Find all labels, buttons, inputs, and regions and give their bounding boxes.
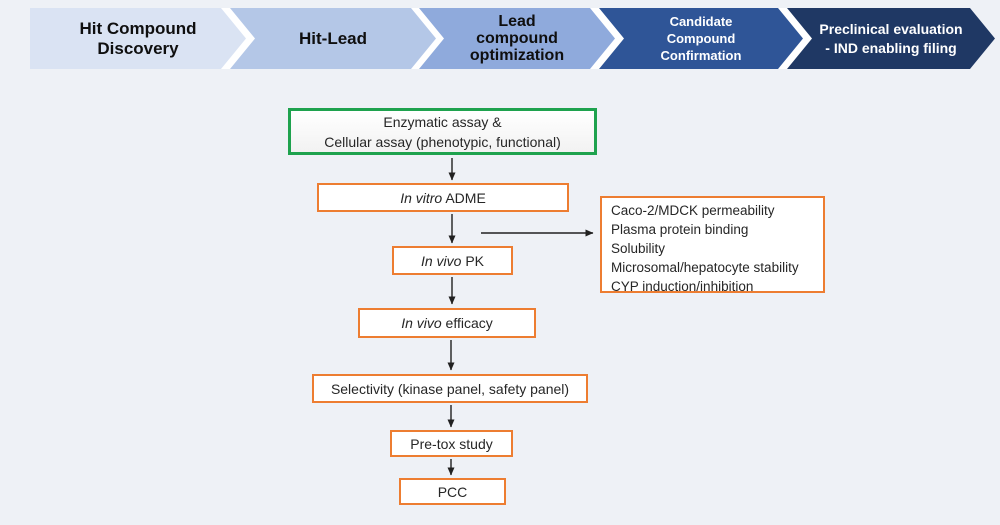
panel-adme-assay-list: Caco-2/MDCK permeability Plasma protein … (600, 196, 825, 294)
stage-label-line: Preclinical evaluation (819, 20, 963, 37)
stage-label-line: Lead (498, 13, 536, 30)
stage-label: Hit-Lead (299, 29, 367, 49)
panel-item: Microsomal/hepatocyte stability (611, 260, 799, 275)
stage-label: Candidate Compound Confirmation (661, 13, 742, 64)
node-in-vitro-adme: In vitro ADME (317, 183, 569, 212)
node-selectivity: Selectivity (kinase panel, safety panel) (312, 374, 588, 403)
node-text: In vivo PK (421, 253, 484, 269)
node-pcc: PCC (399, 478, 506, 505)
stage-label: Hit Compound Discovery (79, 19, 196, 59)
node-text-italic: In vitro (400, 189, 443, 206)
node-text-line: Enzymatic assay & (383, 113, 502, 130)
node-pre-tox-study: Pre-tox study (390, 430, 513, 457)
node-text: In vivo efficacy (401, 315, 493, 331)
node-text-rest: PK (461, 252, 485, 269)
stage-label-line: Discovery (97, 38, 179, 58)
panel-item: Caco-2/MDCK permeability (611, 203, 775, 218)
node-text: PCC (437, 483, 468, 500)
stage-label-line: Confirmation (660, 48, 742, 63)
node-text-line: Cellular assay (phenotypic, functional) (324, 133, 561, 150)
node-text-italic: In vivo (401, 315, 442, 331)
node-text: Pre-tox study (410, 435, 493, 452)
panel-item: Solubility (611, 241, 666, 256)
node-text-italic: In vivo (420, 252, 462, 269)
stage-label: Preclinical evaluation - IND enabling fi… (819, 20, 962, 58)
node-text-rest: ADME (442, 189, 486, 206)
panel-item: Plasma protein binding (611, 222, 749, 237)
stage-hit-lead: Hit-Lead (230, 8, 436, 69)
node-text: Selectivity (kinase panel, safety panel) (330, 380, 570, 397)
stage-label-line: compound (476, 30, 558, 47)
node-in-vivo-pk: In vivo PK (392, 246, 513, 275)
stage-label-line: Compound (666, 31, 736, 46)
stage-hit-compound-discovery: Hit Compound Discovery (30, 8, 246, 69)
panel-item: CYP induction/inhibition (611, 279, 754, 294)
stage-preclinical-evaluation: Preclinical evaluation - IND enabling fi… (787, 8, 995, 69)
stage-lead-compound-optimization: Lead compound optimization (419, 8, 615, 69)
node-text: Enzymatic assay & Cellular assay (phenot… (324, 112, 561, 152)
stage-label-line: Hit Compound (79, 18, 197, 38)
stage-label: Lead compound optimization (470, 13, 564, 64)
stage-label-line: Candidate (669, 14, 733, 29)
node-in-vivo-efficacy: In vivo efficacy (358, 308, 536, 338)
stage-candidate-compound-confirmation: Candidate Compound Confirmation (599, 8, 803, 69)
node-text-rest: efficacy (441, 315, 493, 331)
node-text: In vitro ADME (400, 190, 486, 206)
stage-label-line: - IND enabling filing (825, 39, 957, 56)
node-enzymatic-cellular-assay: Enzymatic assay & Cellular assay (phenot… (288, 108, 597, 155)
stage-label-line: Hit-Lead (299, 28, 367, 48)
stage-label-line: optimization (469, 47, 565, 64)
